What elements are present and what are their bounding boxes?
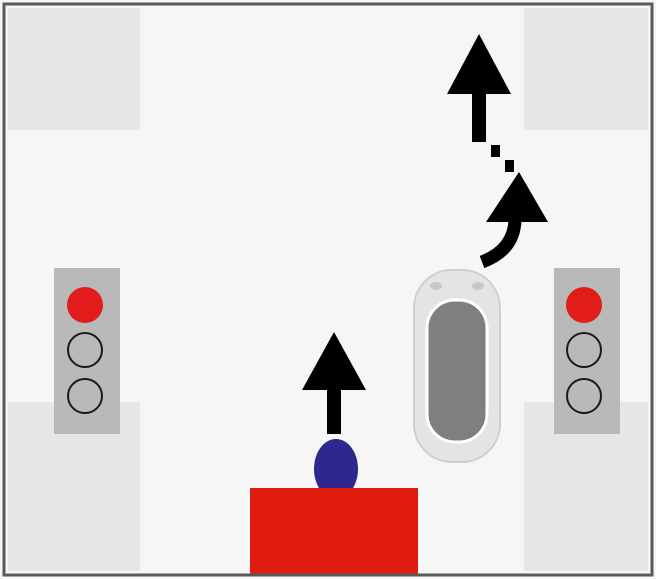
red-light bbox=[67, 287, 103, 323]
amber-light-off bbox=[567, 333, 601, 367]
red-light bbox=[566, 287, 602, 323]
player-body bbox=[250, 488, 418, 575]
car-headlight-right bbox=[472, 282, 484, 290]
arrow-up-dash bbox=[491, 145, 500, 157]
green-light-off bbox=[567, 379, 601, 413]
arrow-up-shaft bbox=[327, 388, 341, 434]
block-top-left bbox=[8, 8, 140, 130]
car-window bbox=[427, 300, 487, 442]
car-headlight-left bbox=[430, 282, 442, 290]
traffic-light-right bbox=[554, 268, 620, 434]
green-light-off bbox=[68, 379, 102, 413]
car bbox=[414, 270, 500, 462]
arrow-up-shaft bbox=[472, 92, 486, 142]
block-top-right bbox=[524, 8, 648, 130]
arrow-up-dash bbox=[505, 160, 514, 172]
amber-light-off bbox=[68, 333, 102, 367]
traffic-light-left bbox=[54, 268, 120, 434]
